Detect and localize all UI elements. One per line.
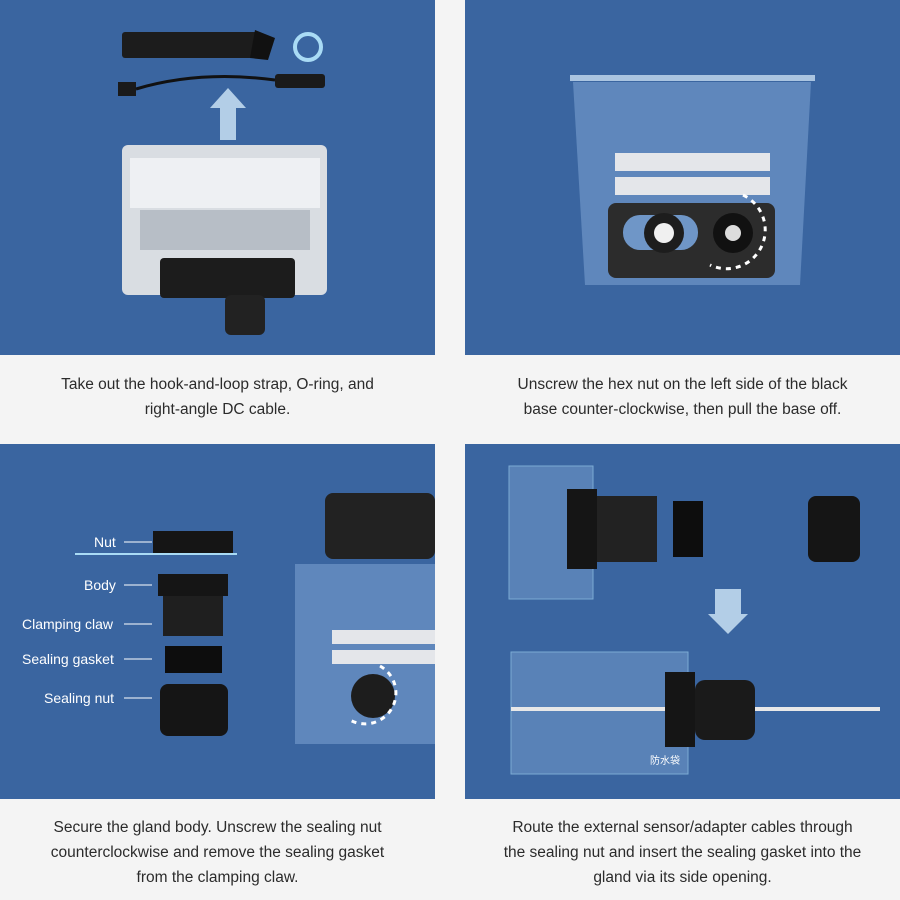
caption-line: gland via its side opening. <box>593 869 772 886</box>
step2-caption: Unscrew the hex nut on the left side of … <box>465 372 900 422</box>
caption-line: the sealing nut and insert the sealing g… <box>503 844 862 861</box>
label-nut: Nut <box>94 534 116 550</box>
rotate-arrow-icon <box>709 193 767 271</box>
bag-label: 防水袋 <box>650 754 680 767</box>
step3-caption: Secure the gland body. Unscrew the seali… <box>0 815 435 890</box>
hex-nut <box>644 213 684 253</box>
rotate-arrow-icon <box>349 664 398 726</box>
gland-body <box>567 489 657 569</box>
gland-parts <box>153 531 233 736</box>
step3-illustration: Nut Body Clamping claw Sealing gasket Se… <box>0 444 435 799</box>
label-sealing-nut: Sealing nut <box>44 690 114 706</box>
waterproof-bag <box>570 75 815 285</box>
step2-illustration <box>465 0 900 355</box>
waterproof-bag <box>122 145 327 335</box>
caption-line: Unscrew the hex nut on the left side of … <box>517 376 848 393</box>
label-sealing-gasket: Sealing gasket <box>22 651 114 667</box>
step4-illustration: 防水袋 <box>465 444 900 799</box>
gland-part-labels: Nut Body Clamping claw Sealing gasket Se… <box>22 534 152 706</box>
caption-line: from the clamping claw. <box>136 869 299 886</box>
base-hole <box>713 213 753 253</box>
caption-line: Take out the hook-and-loop strap, O-ring… <box>61 376 374 393</box>
label-clamping-claw: Clamping claw <box>22 616 114 632</box>
caption-line: counterclockwise and remove the sealing … <box>50 844 385 861</box>
caption-line: Secure the gland body. Unscrew the seali… <box>53 819 382 836</box>
right-angle-dc-cable <box>118 74 325 96</box>
o-ring <box>293 32 323 62</box>
waterproof-bag <box>295 493 435 744</box>
assembled-gland <box>665 672 755 747</box>
caption-line: right-angle DC cable. <box>144 401 291 418</box>
caption-line: Route the external sensor/adapter cables… <box>512 819 853 836</box>
caption-line: base counter-clockwise, then pull the ba… <box>523 401 842 418</box>
sealing-gasket <box>673 501 703 557</box>
hook-and-loop-strap <box>122 30 275 60</box>
label-body: Body <box>84 577 116 593</box>
down-arrow-icon <box>708 589 748 634</box>
sealing-nut <box>808 496 860 562</box>
step4-caption: Route the external sensor/adapter cables… <box>465 815 900 890</box>
step1-illustration <box>0 0 435 355</box>
step1-caption: Take out the hook-and-loop strap, O-ring… <box>0 372 435 422</box>
up-arrow-icon <box>210 88 246 140</box>
